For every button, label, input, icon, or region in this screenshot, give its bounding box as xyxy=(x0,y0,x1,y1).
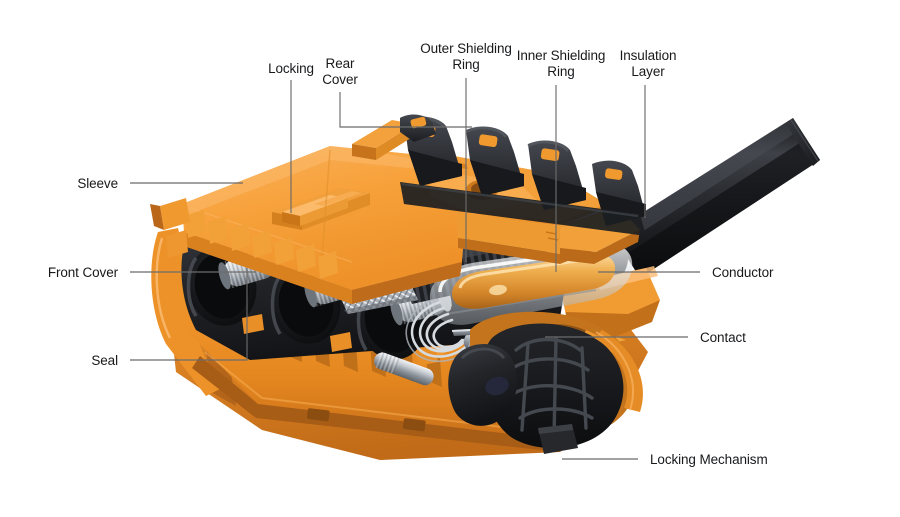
wire-strands xyxy=(410,300,472,358)
callout-contact[interactable]: Contact xyxy=(700,330,746,345)
sleeve-standoff-tab xyxy=(160,198,190,230)
shielding-ring-clamps xyxy=(400,116,646,236)
locking-lever xyxy=(448,323,624,454)
callout-inner-shielding-ring[interactable]: Inner Shielding Ring xyxy=(516,48,606,79)
locking-mechanism xyxy=(448,311,643,454)
callout-locking-mechanism[interactable]: Locking Mechanism xyxy=(650,452,768,467)
shielding-ring-clamp-mid xyxy=(465,126,524,196)
sleeve-top-plate xyxy=(150,146,470,304)
callout-conductor[interactable]: Conductor xyxy=(712,265,774,280)
conductor xyxy=(452,254,616,309)
inner-shielding-ring xyxy=(527,140,586,210)
contact-barrel-secondary xyxy=(374,351,434,386)
callout-front-cover[interactable]: Front Cover xyxy=(47,265,118,280)
callout-insulation-layer[interactable]: Insulation Layer xyxy=(619,48,677,79)
sleeve-side-ribs xyxy=(186,210,338,279)
callout-locking[interactable]: Locking xyxy=(268,61,314,76)
callout-outer-shielding-ring[interactable]: Outer Shielding Ring xyxy=(420,41,512,72)
callout-rear-cover[interactable]: Rear Cover xyxy=(322,56,358,87)
callout-seal[interactable]: Seal xyxy=(91,353,118,368)
callout-sleeve[interactable]: Sleeve xyxy=(77,176,118,191)
cable-jacket xyxy=(612,118,820,278)
